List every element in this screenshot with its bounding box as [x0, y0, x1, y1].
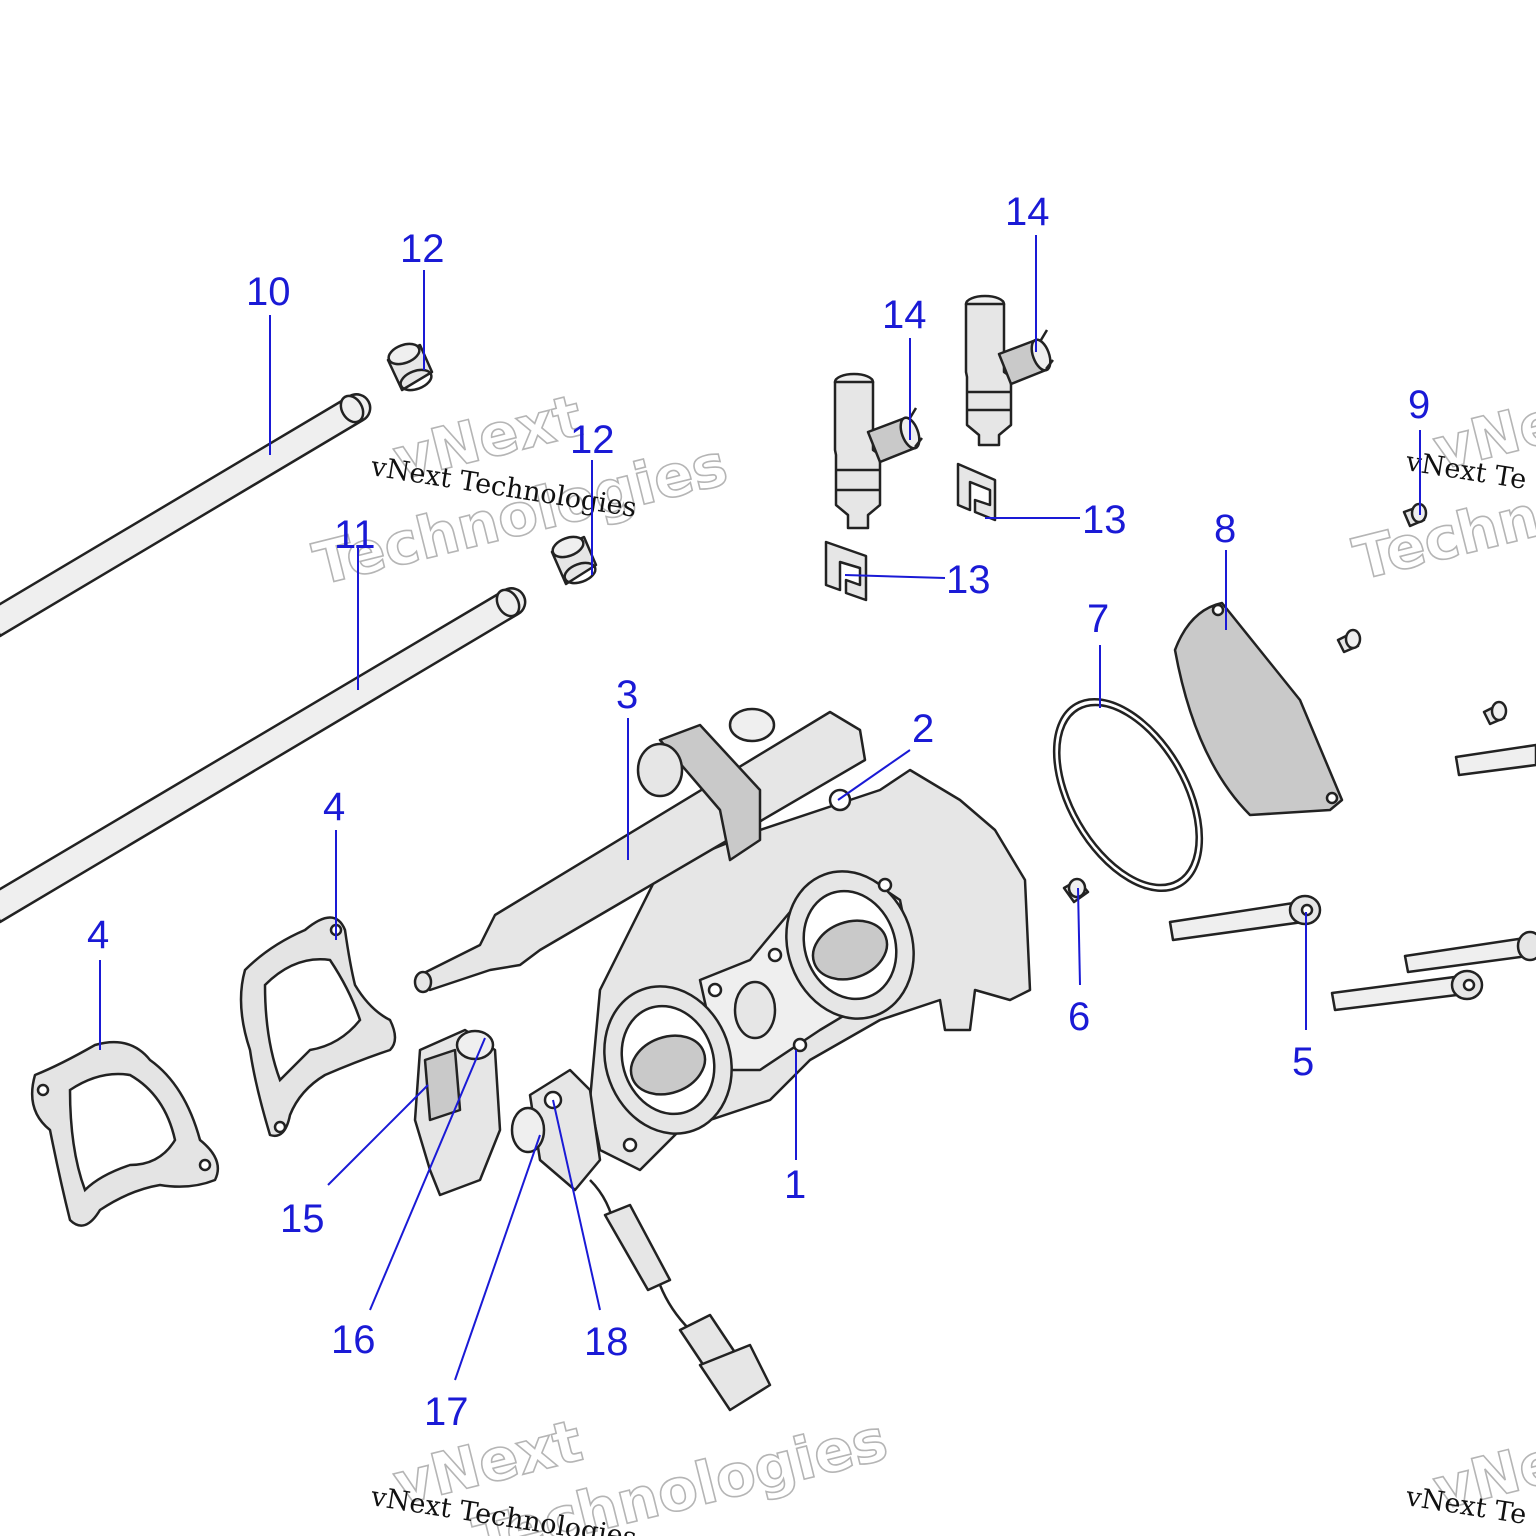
part-1-throttle-body — [588, 768, 1032, 1172]
part-13-injector-clip-lower — [824, 540, 868, 602]
callout-9: 9 — [1408, 383, 1430, 427]
part-4-gasket-right — [239, 916, 397, 1138]
callout-17: 17 — [424, 1390, 469, 1434]
callout-14-left: 14 — [882, 293, 927, 337]
part-12-hose-clamp-lower — [550, 535, 598, 586]
part-14-fuel-injector-left — [833, 372, 923, 530]
part-14-fuel-injector-right — [964, 294, 1054, 447]
callout-2: 2 — [912, 707, 934, 751]
part-4-gasket-left — [30, 1040, 220, 1227]
callout-4-right: 4 — [323, 785, 345, 829]
callout-18: 18 — [584, 1320, 629, 1364]
part-15-sensor — [413, 1028, 502, 1197]
part-11-fuel-hose — [0, 587, 527, 924]
part-8-screws — [1336, 628, 1508, 726]
callout-7: 7 — [1087, 597, 1109, 641]
callout-labels: 10 12 12 11 14 14 13 13 9 8 7 3 2 4 4 6 … — [87, 190, 1430, 1434]
leader-lines — [99, 235, 1421, 1381]
part-18-wire-harness — [589, 1179, 772, 1412]
part-6-fitting — [1062, 877, 1090, 904]
callout-1: 1 — [784, 1163, 806, 1207]
callout-14-right: 14 — [1005, 190, 1050, 234]
part-13-injector-clip-upper — [956, 462, 997, 522]
part-8-cover-plate — [1173, 601, 1344, 817]
callout-10: 10 — [246, 270, 291, 314]
callout-3: 3 — [616, 673, 638, 717]
callout-16: 16 — [331, 1318, 376, 1362]
callout-13-lower: 13 — [946, 558, 991, 602]
callout-4-left: 4 — [87, 913, 109, 957]
part-5-bolts — [1168, 743, 1536, 1012]
part-7-o-ring — [1052, 697, 1204, 893]
part-17-throttle-position-sensor — [510, 1068, 602, 1192]
callout-12-upper: 12 — [400, 227, 445, 271]
callout-11: 11 — [334, 513, 376, 557]
part-12-hose-clamp-upper — [386, 342, 434, 392]
callout-15: 15 — [280, 1197, 325, 1241]
callout-12-lower: 12 — [570, 418, 615, 462]
callout-5: 5 — [1292, 1040, 1314, 1084]
part-10-fuel-hose — [0, 393, 372, 638]
callout-8: 8 — [1214, 507, 1236, 551]
part-3-fuel-rail — [413, 707, 867, 994]
callout-6: 6 — [1068, 995, 1090, 1039]
callout-13-upper: 13 — [1082, 498, 1127, 542]
